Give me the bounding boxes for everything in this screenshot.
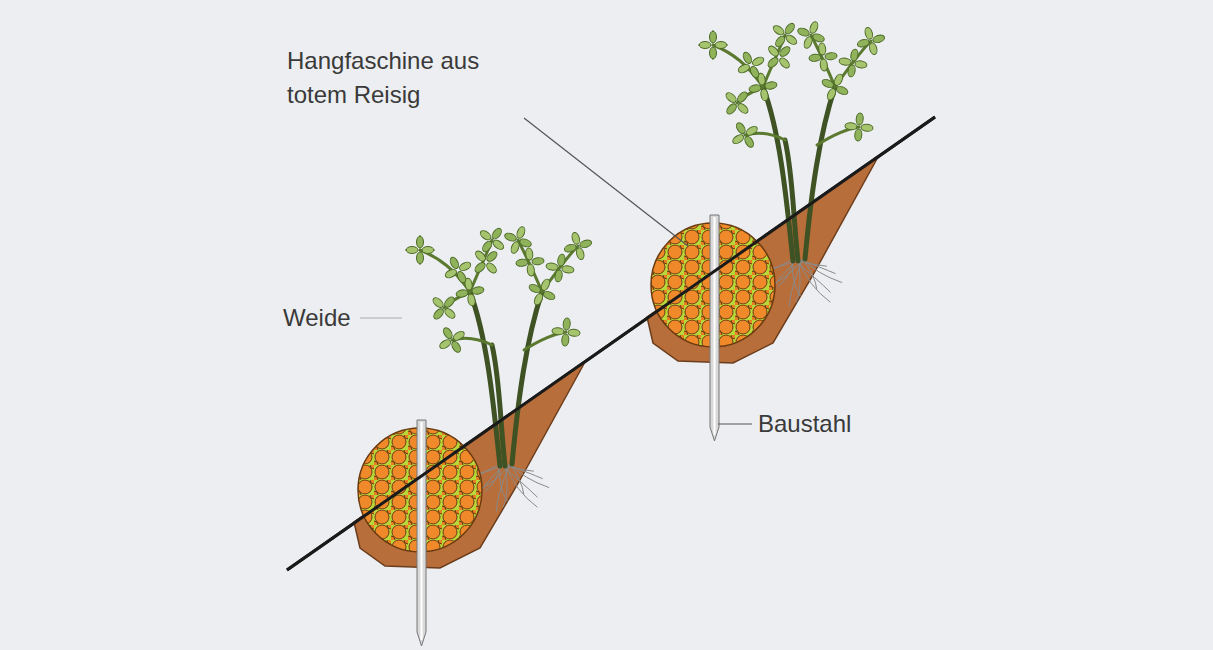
- leader-line: [718, 423, 752, 424]
- slope-line: [287, 117, 935, 570]
- willow-label: Weide: [283, 301, 351, 335]
- steel-label: Baustahl: [758, 407, 851, 441]
- fascine-label: Hangfaschine aus totem Reisig: [287, 44, 537, 112]
- slope-line: [287, 117, 935, 570]
- leader-line: [360, 317, 402, 318]
- leader-line: [524, 118, 688, 246]
